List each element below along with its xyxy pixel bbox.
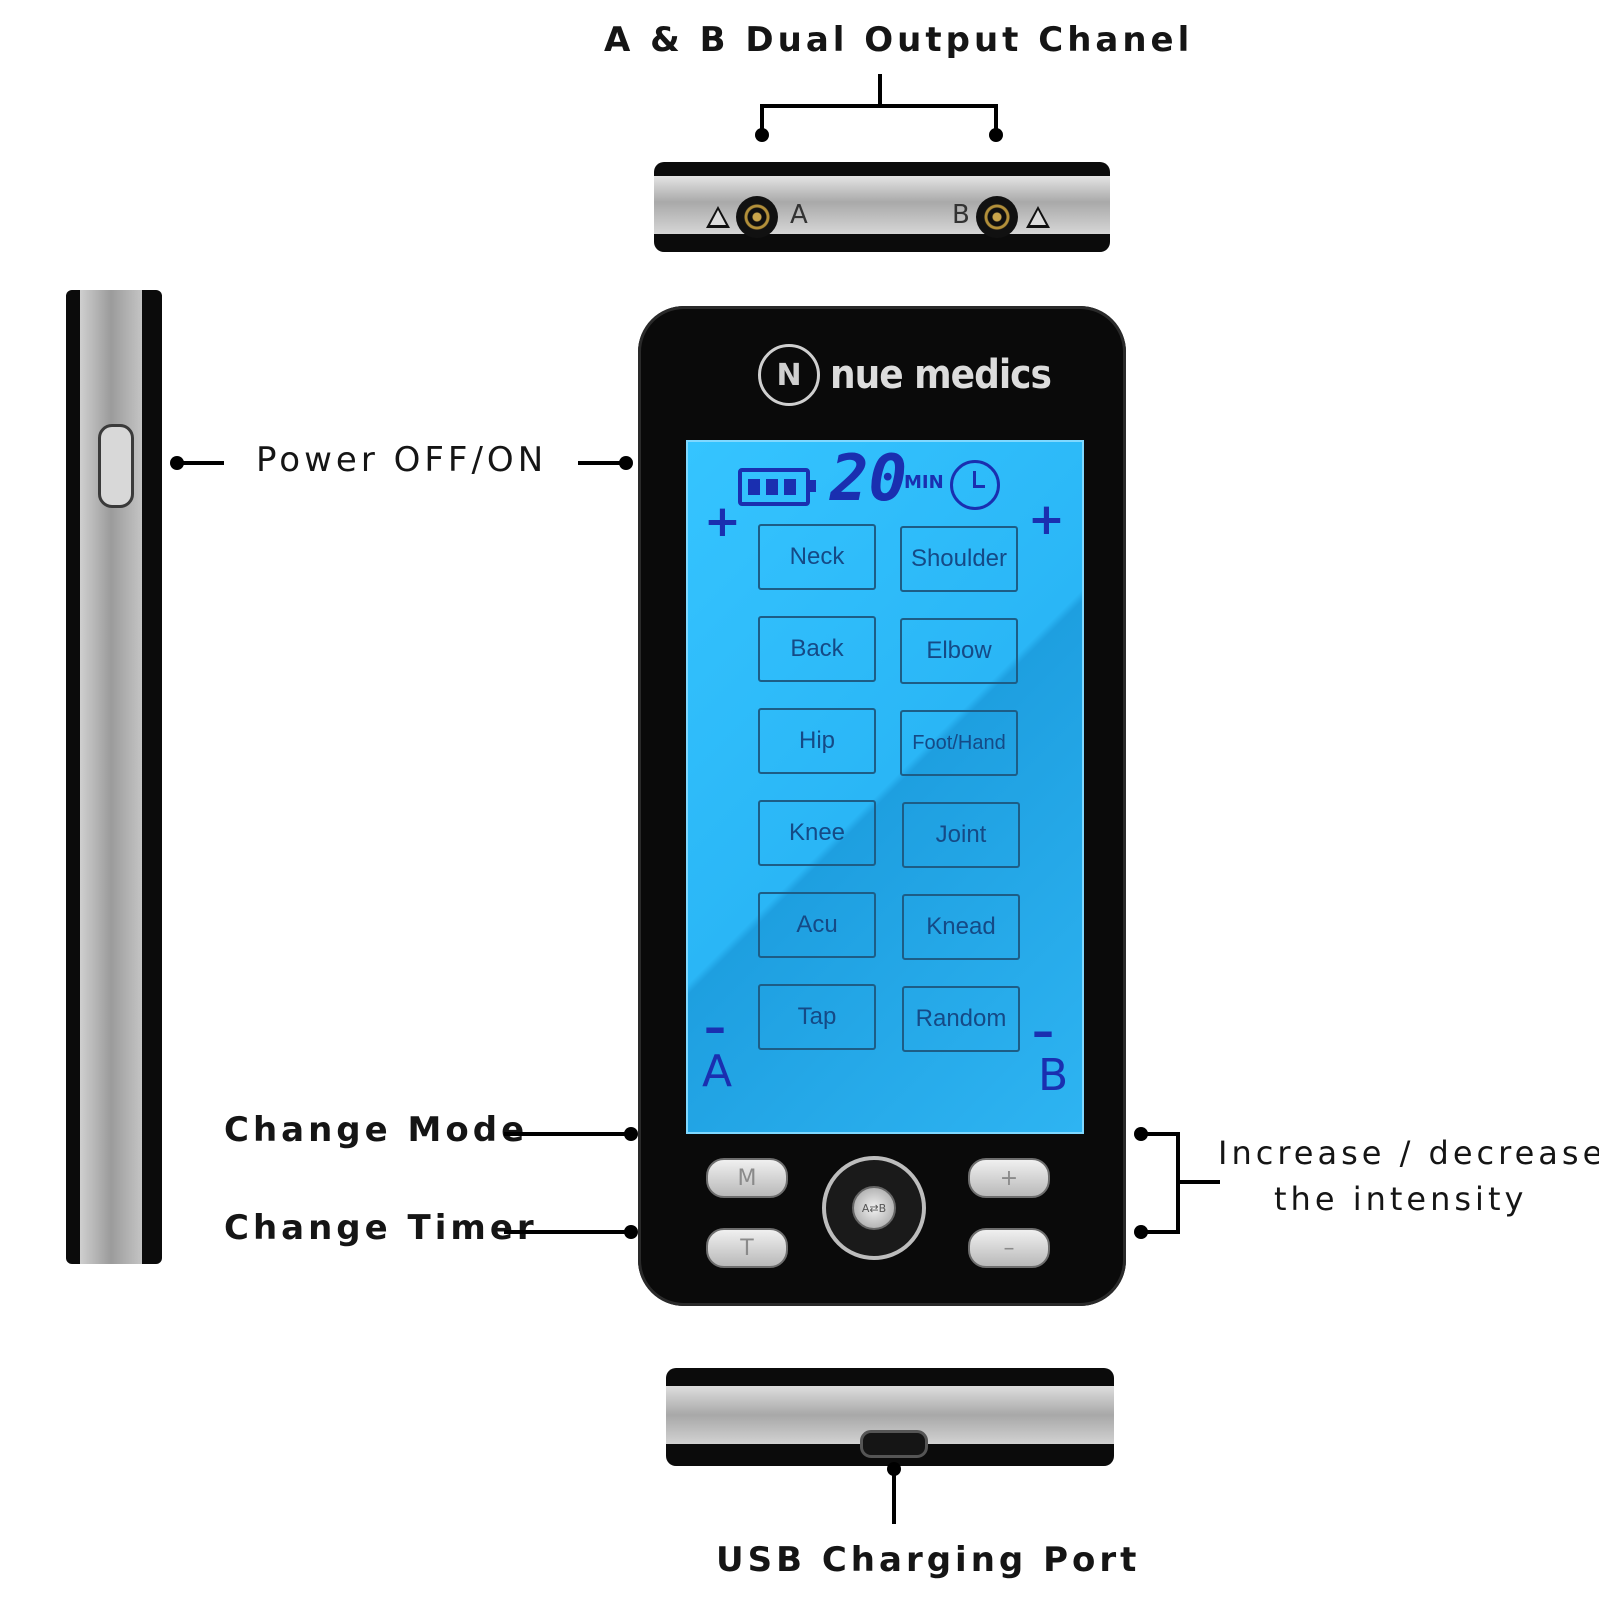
mode-button[interactable]: M	[706, 1158, 788, 1198]
intensity-plus-button[interactable]: +	[968, 1158, 1050, 1198]
dot-a	[755, 128, 769, 142]
line-mode	[504, 1132, 630, 1136]
callout-dual-output: A & B Dual Output Chanel	[604, 20, 1194, 60]
mode-elbow[interactable]: Elbow	[900, 618, 1018, 684]
mode-shoulder[interactable]: Shoulder	[900, 526, 1018, 592]
channel-a-label: A	[702, 1046, 733, 1097]
callout-intensity-line2: the intensity	[1274, 1180, 1528, 1218]
intensity-minus-button[interactable]: –	[968, 1228, 1050, 1268]
callout-usb: USB Charging Port	[716, 1540, 1141, 1580]
timer-button[interactable]: T	[706, 1228, 788, 1268]
brand-n-icon: N	[758, 344, 820, 406]
mode-joint[interactable]: Joint	[902, 802, 1020, 868]
callout-power: Power OFF/ON	[256, 440, 548, 480]
brand-logo: N nue medics	[758, 344, 1052, 406]
minus-a[interactable]: –	[704, 1002, 726, 1053]
callout-mode: Change Mode	[224, 1110, 529, 1150]
clock-icon	[950, 460, 1000, 510]
plus-b[interactable]: +	[1028, 494, 1065, 545]
bracket-leg-a	[760, 104, 764, 134]
power-switch[interactable]	[98, 424, 134, 508]
bracket-intensity-top	[1140, 1132, 1180, 1136]
brand-name: nue medics	[830, 352, 1052, 398]
top-metal-frame: A B	[654, 176, 1110, 238]
output-jack-a	[736, 196, 778, 238]
callout-intensity-line1: Increase / decrease	[1218, 1134, 1599, 1172]
bottom-metal-frame	[666, 1386, 1114, 1458]
device-bottom-view	[666, 1368, 1114, 1466]
mode-knead[interactable]: Knead	[902, 894, 1020, 960]
mode-random[interactable]: Random	[902, 986, 1020, 1052]
channel-b-label: B	[1038, 1050, 1069, 1101]
line-power-right	[578, 461, 626, 465]
output-jack-b	[976, 196, 1018, 238]
mode-hip[interactable]: Hip	[758, 708, 876, 774]
line-usb	[892, 1468, 896, 1524]
callout-timer: Change Timer	[224, 1208, 538, 1248]
jack-label-b: B	[952, 200, 970, 230]
usb-port	[860, 1430, 928, 1458]
mode-neck[interactable]: Neck	[758, 524, 876, 590]
battery-icon	[738, 468, 816, 506]
dot-power-right	[619, 456, 633, 470]
bracket-bar-top	[760, 104, 998, 108]
dot-b	[989, 128, 1003, 142]
ab-switch-button[interactable]: A⇄B	[822, 1156, 926, 1260]
mode-knee[interactable]: Knee	[758, 800, 876, 866]
bracket-intensity-stem	[1176, 1180, 1220, 1184]
line-timer	[504, 1230, 630, 1234]
tens-device: N nue medics 20 MIN + + – – A B Neck Sho…	[638, 306, 1126, 1306]
warning-icon	[1026, 206, 1050, 228]
warning-icon	[706, 206, 730, 228]
device-top-view: A B	[654, 162, 1110, 252]
dot-mode	[624, 1127, 638, 1141]
dot-timer	[624, 1225, 638, 1239]
timer-value: 20	[830, 442, 908, 516]
lcd-screen: 20 MIN + + – – A B Neck Shoulder Back El…	[686, 440, 1084, 1134]
mode-back[interactable]: Back	[758, 616, 876, 682]
jack-label-a: A	[790, 200, 808, 230]
bracket-leg-b	[994, 104, 998, 134]
timer-unit: MIN	[904, 472, 944, 493]
bracket-intensity-bottom	[1140, 1230, 1180, 1234]
bracket-stem-top	[878, 74, 882, 108]
ab-button-cap: A⇄B	[852, 1186, 896, 1230]
line-power-left	[176, 461, 224, 465]
minus-b[interactable]: –	[1032, 1006, 1054, 1057]
mode-tap[interactable]: Tap	[758, 984, 876, 1050]
device-side-view	[66, 290, 162, 1264]
mode-foot-hand[interactable]: Foot/Hand	[900, 710, 1018, 776]
mode-acu[interactable]: Acu	[758, 892, 876, 958]
plus-a[interactable]: +	[704, 496, 741, 547]
